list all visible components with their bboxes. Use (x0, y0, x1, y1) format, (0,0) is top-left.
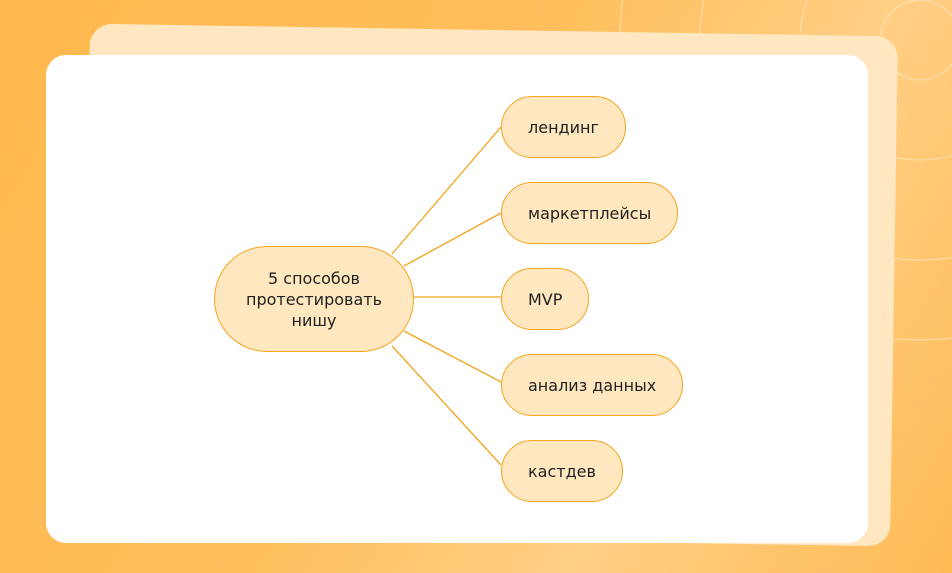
connector-lending (391, 126, 502, 255)
branch-label: кастдев (528, 461, 596, 481)
branch-label: анализ данных (528, 375, 657, 395)
center-node: 5 способов протестировать нишу (214, 246, 414, 352)
branch-label: лендинг (528, 117, 599, 137)
branch-node-lending: лендинг (501, 96, 626, 158)
branch-node-data-analysis: анализ данных (501, 354, 684, 416)
connector-custdev (391, 345, 502, 466)
branch-label: MVP (528, 289, 563, 309)
connector-marketplaces (403, 212, 502, 267)
branch-node-custdev: кастдев (501, 440, 623, 502)
diagram-card (46, 55, 868, 543)
connector-data-analysis (403, 330, 502, 383)
branch-node-mvp: MVP (501, 268, 590, 330)
center-node-label: 5 способов протестировать нишу (245, 268, 382, 330)
branch-node-marketplaces: маркетплейсы (501, 182, 679, 244)
branch-label: маркетплейсы (528, 203, 652, 223)
